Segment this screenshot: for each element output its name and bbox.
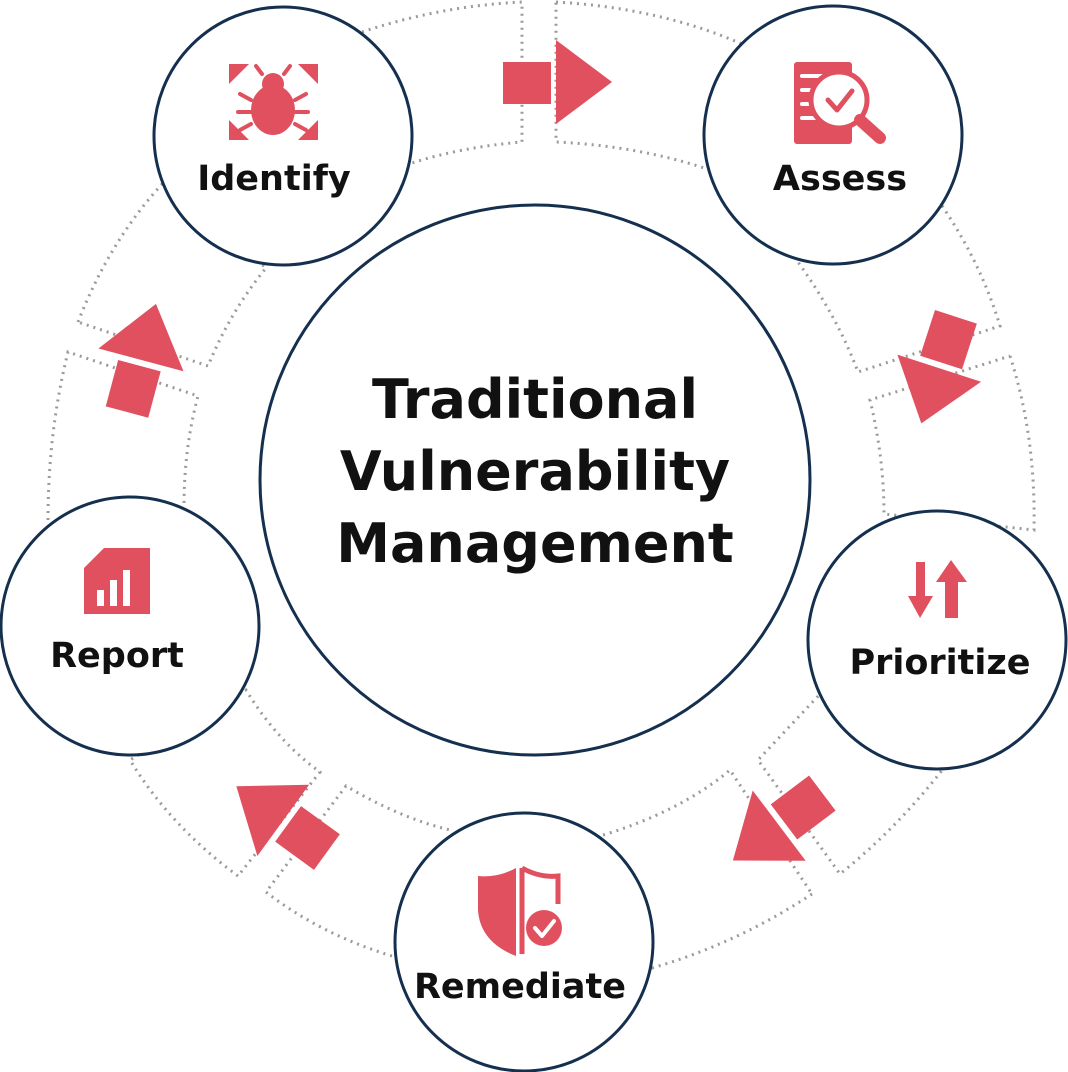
node-identify: Identify bbox=[152, 5, 414, 267]
arrow-report-to-identify bbox=[98, 303, 184, 418]
ring-segment-report-identify bbox=[46, 350, 200, 521]
node-label-remediate: Remediate bbox=[414, 967, 626, 1007]
ring-segment-prioritize-remediate-2 bbox=[598, 767, 814, 970]
bug-scan-icon bbox=[229, 64, 318, 140]
arrow-identify-to-assess bbox=[503, 40, 612, 124]
node-label-report: Report bbox=[50, 636, 184, 676]
node-label-prioritize: Prioritize bbox=[849, 643, 1030, 683]
center-title-line-3: Management bbox=[336, 512, 734, 575]
node-report: Report bbox=[0, 495, 261, 757]
ring-segment-identify-assess-2 bbox=[554, 0, 744, 172]
node-assess: Assess bbox=[702, 4, 964, 266]
arrow-prioritize-to-remediate bbox=[732, 775, 836, 861]
ring-segment-prioritize-remediate bbox=[756, 690, 952, 877]
node-label-assess: Assess bbox=[773, 159, 907, 199]
node-prioritize: Prioritize bbox=[806, 509, 1068, 771]
cycle-ring bbox=[46, 0, 1036, 970]
ring-segment-remediate-report-2 bbox=[127, 687, 323, 878]
ring-segment-assess-prioritize-2 bbox=[868, 354, 1036, 532]
arrow-assess-to-prioritize bbox=[897, 310, 982, 424]
center-title-line-1: Traditional bbox=[372, 368, 698, 431]
arrow-remediate-to-report bbox=[236, 784, 340, 870]
node-remediate: Remediate bbox=[393, 811, 655, 1072]
cycle-arrows bbox=[98, 40, 982, 870]
sort-arrows-icon bbox=[908, 560, 967, 618]
bar-chart-report-icon bbox=[84, 548, 150, 614]
center-node: Traditional Vulnerability Management bbox=[258, 203, 812, 757]
center-title-line-2: Vulnerability bbox=[340, 440, 730, 503]
document-magnifier-check-icon bbox=[794, 62, 886, 144]
shield-check-icon bbox=[478, 865, 562, 956]
node-label-identify: Identify bbox=[197, 159, 351, 199]
